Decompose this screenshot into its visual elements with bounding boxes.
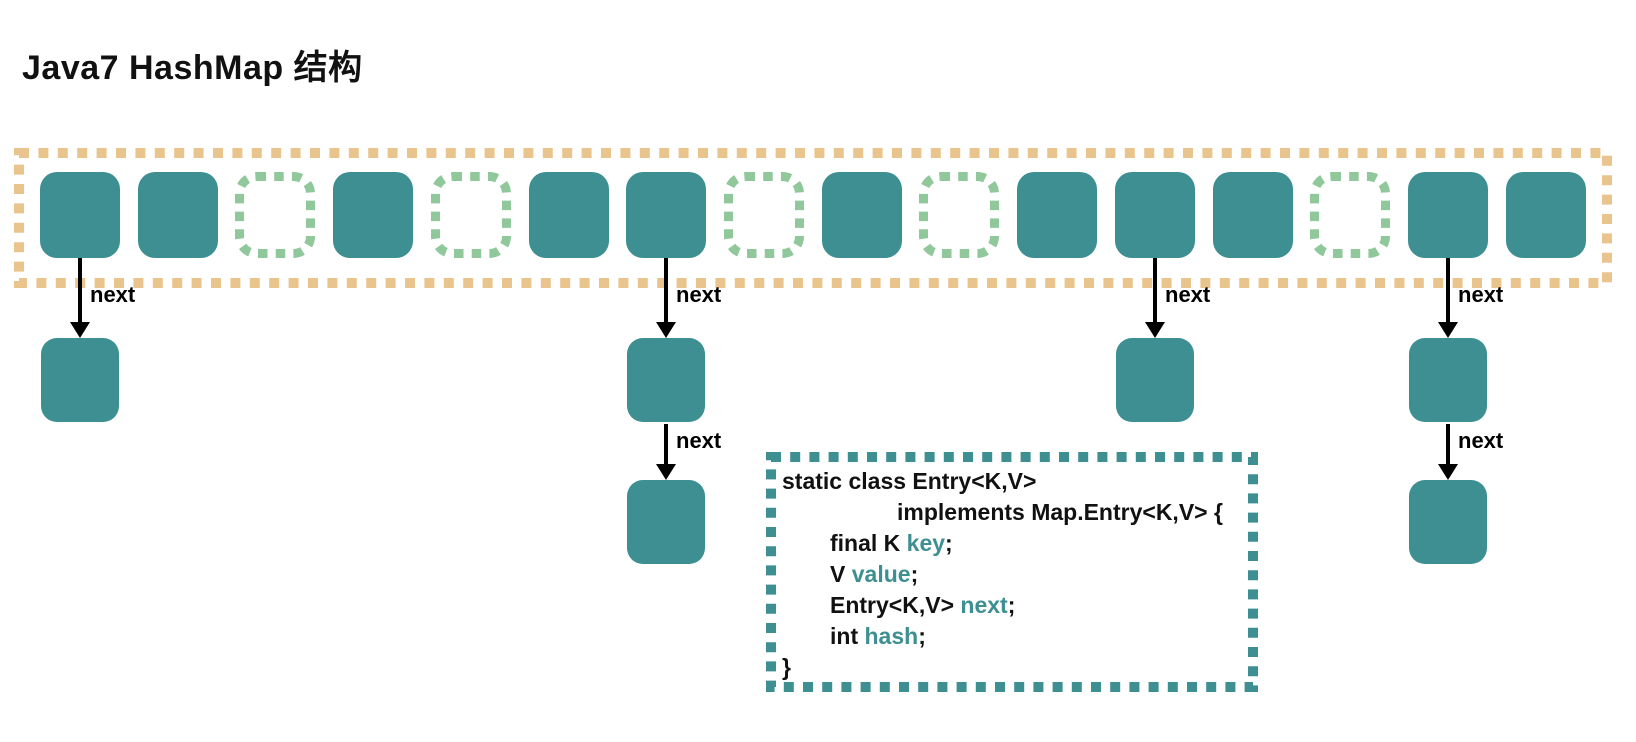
next-arrow-head (1145, 322, 1165, 338)
next-arrow-head (1438, 322, 1458, 338)
entry-node (627, 338, 705, 422)
entry-node (1116, 338, 1194, 422)
code-text: Entry<K,V> (830, 592, 961, 618)
entry-chain-slot-14: next next (1378, 258, 1518, 588)
bucket-slot-15-filled (1505, 172, 1586, 258)
bucket-slot-3-filled (333, 172, 414, 258)
code-text: static class Entry<K,V> (782, 468, 1037, 494)
code-text: ; (918, 623, 926, 649)
bucket-slot-4-empty (430, 172, 511, 258)
next-arrow-line (1446, 424, 1450, 464)
entry-node (627, 480, 705, 564)
bucket-slot-5-filled (528, 172, 609, 258)
code-field-name: value (851, 561, 911, 587)
next-arrow-head (1438, 464, 1458, 480)
code-line-1: implements Map.Entry<K,V> { (897, 501, 1223, 524)
bucket-slot-11-filled (1114, 172, 1195, 258)
code-line-5: int hash; (830, 625, 926, 648)
next-label: next (1165, 282, 1211, 307)
next-arrow-line (1446, 258, 1450, 322)
next-arrow-line (1153, 258, 1157, 322)
next-arrow-head (656, 464, 676, 480)
next-label: next (1458, 282, 1504, 307)
next-arrow-head (70, 322, 90, 338)
next-arrow-line (664, 424, 668, 464)
entry-chain-slot-0: next (10, 258, 150, 588)
bucket-slot-1-filled (137, 172, 218, 258)
bucket-slot-9-empty (919, 172, 1000, 258)
bucket-slot-8-filled (821, 172, 902, 258)
next-arrow-line (78, 258, 82, 322)
diagram-title: Java7 HashMap 结构 (22, 49, 363, 87)
entry-class-code-block: static class Entry<K,V> implements Map.En… (766, 452, 1258, 692)
code-text: } (782, 654, 791, 680)
code-line-4: Entry<K,V> next; (830, 594, 1015, 617)
entry-node (1409, 338, 1487, 422)
code-field-name: hash (864, 623, 919, 649)
bucket-array-dashed-border (14, 148, 1612, 288)
entry-node (41, 338, 119, 422)
next-label: next (676, 282, 722, 307)
next-label: next (676, 428, 722, 453)
bucket-slot-14-filled (1408, 172, 1489, 258)
code-text: int (830, 623, 865, 649)
bucket-slot-2-empty (235, 172, 316, 258)
entry-node (1409, 480, 1487, 564)
bucket-slot-7-empty (724, 172, 805, 258)
code-line-2: final K key; (830, 532, 953, 555)
code-field-name: key (906, 530, 946, 556)
code-text: V (830, 561, 852, 587)
code-text: implements Map.Entry<K,V> { (897, 499, 1223, 525)
code-text: ; (945, 530, 953, 556)
code-text: ; (1007, 592, 1016, 618)
bucket-slot-6-filled (626, 172, 707, 258)
next-label: next (90, 282, 136, 307)
entry-chain-slot-11: next (1085, 258, 1225, 588)
next-label: next (1458, 428, 1504, 453)
code-line-0: static class Entry<K,V> (782, 470, 1036, 493)
next-arrow-line (664, 258, 668, 322)
code-field-name: next (960, 592, 1008, 618)
code-text: final K (830, 530, 907, 556)
bucket-slot-13-empty (1310, 172, 1391, 258)
bucket-slot-12-filled (1212, 172, 1293, 258)
array-border-rect (14, 148, 1612, 288)
bucket-slot-10-filled (1017, 172, 1098, 258)
bucket-array (40, 172, 1586, 258)
code-line-6: } (782, 656, 791, 679)
code-text: ; (910, 561, 919, 587)
next-arrow-head (656, 322, 676, 338)
code-line-3: V value; (830, 563, 918, 586)
entry-chain-slot-6: next next (596, 258, 736, 588)
bucket-slot-0-filled (40, 172, 120, 258)
